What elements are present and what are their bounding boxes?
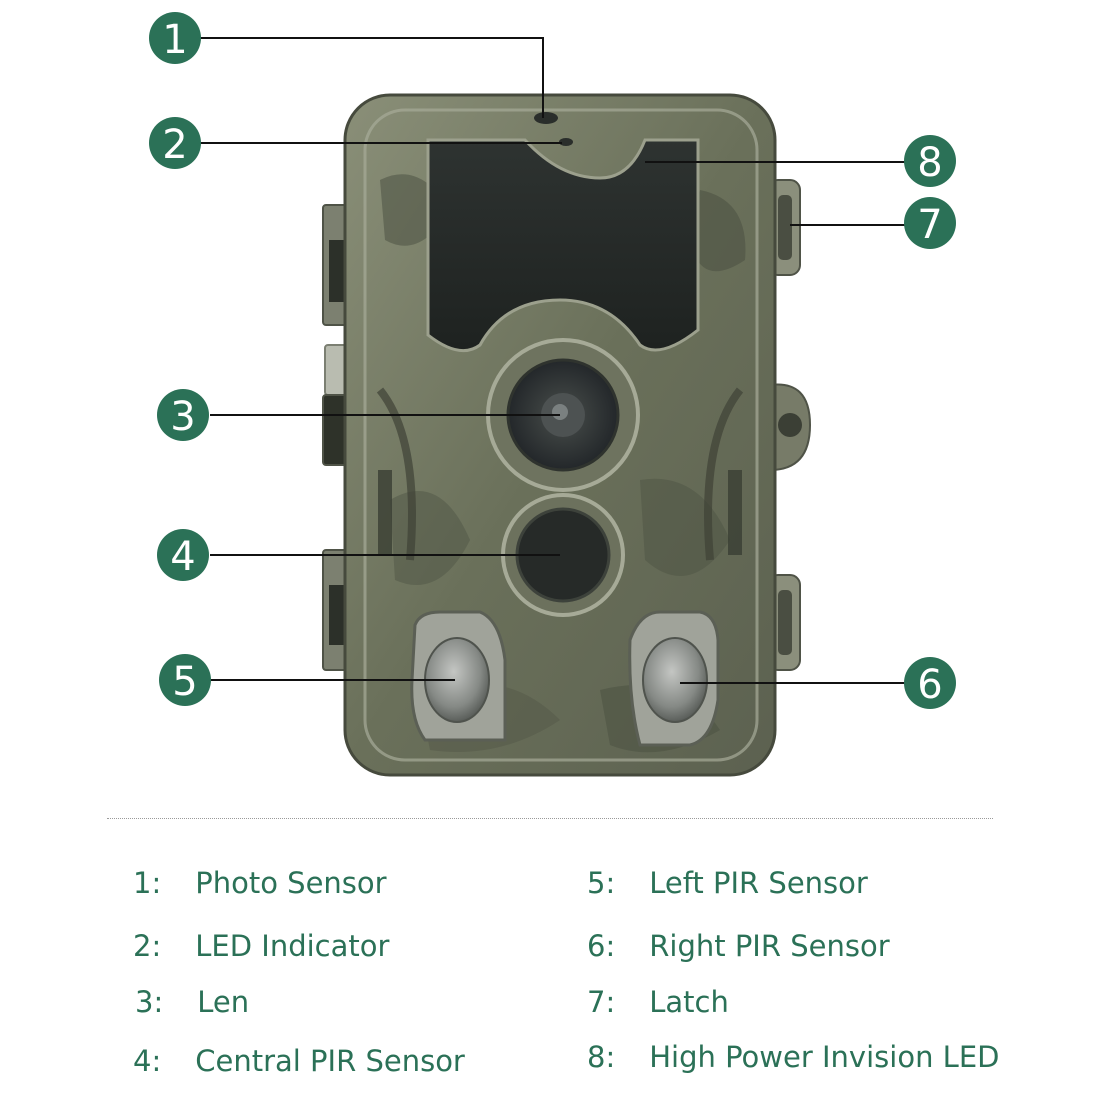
legend-item-led-indicator: 2: LED Indicator [133, 929, 389, 963]
legend-label: Central PIR Sensor [195, 1044, 465, 1078]
legend-item-right-pir-sensor: 6: Right PIR Sensor [587, 929, 890, 963]
callout-6: 6 [904, 657, 956, 709]
callout-2-label: 2 [162, 122, 187, 168]
callout-3-label: 3 [170, 394, 195, 440]
legend-label: Left PIR Sensor [649, 866, 868, 900]
central-pir-sensor [501, 493, 625, 617]
callout-6-label: 6 [917, 662, 942, 708]
callout-8-label: 8 [917, 140, 942, 186]
callout-4: 4 [157, 529, 209, 581]
legend-item-latch: 7: Latch [587, 985, 729, 1019]
callout-5: 5 [159, 654, 211, 706]
legend-num: 2: [133, 929, 162, 963]
led-indicator [559, 138, 573, 146]
callout-3: 3 [157, 389, 209, 441]
legend-num: 4: [133, 1044, 162, 1078]
legend-label: Latch [649, 985, 729, 1019]
callout-4-label: 4 [170, 534, 195, 580]
legend-item-left-pir-sensor: 5: Left PIR Sensor [587, 866, 868, 900]
legend-label: Photo Sensor [195, 866, 387, 900]
callout-7: 7 [904, 197, 956, 249]
legend-num: 3: [135, 985, 164, 1019]
callout-8: 8 [904, 135, 956, 187]
legend-label: High Power Invision LED [649, 1040, 1000, 1074]
legend-num: 6: [587, 929, 616, 963]
legend-item-high-power-invision-led: 8: High Power Invision LED [587, 1040, 999, 1074]
legend-item-len: 3: Len [135, 985, 249, 1019]
leader-line-1 [200, 37, 544, 118]
photo-sensor [534, 112, 558, 124]
callout-1: 1 [149, 12, 201, 64]
divider [107, 818, 993, 819]
legend-item-central-pir-sensor: 4: Central PIR Sensor [133, 1044, 465, 1078]
camera-diagram: 1 2 3 4 5 6 7 8 [149, 12, 956, 777]
right-pir-sensor [628, 610, 720, 747]
callout-7-label: 7 [917, 202, 942, 248]
legend-item-photo-sensor: 1: Photo Sensor [133, 866, 387, 900]
legend-num: 8: [587, 1040, 616, 1074]
ir-led-panel [426, 138, 700, 353]
leader-lines [200, 37, 905, 684]
legend-label: LED Indicator [195, 929, 390, 963]
left-pir-sensor [410, 610, 507, 742]
legend-label: Len [197, 985, 250, 1019]
callout-2: 2 [149, 117, 201, 169]
legend-num: 1: [133, 866, 162, 900]
legend-label: Right PIR Sensor [649, 929, 890, 963]
legend-num: 7: [587, 985, 616, 1019]
callout-5-label: 5 [172, 659, 197, 705]
callout-1-label: 1 [162, 17, 187, 63]
right-mount-lug [769, 383, 812, 472]
legend-num: 5: [587, 866, 616, 900]
